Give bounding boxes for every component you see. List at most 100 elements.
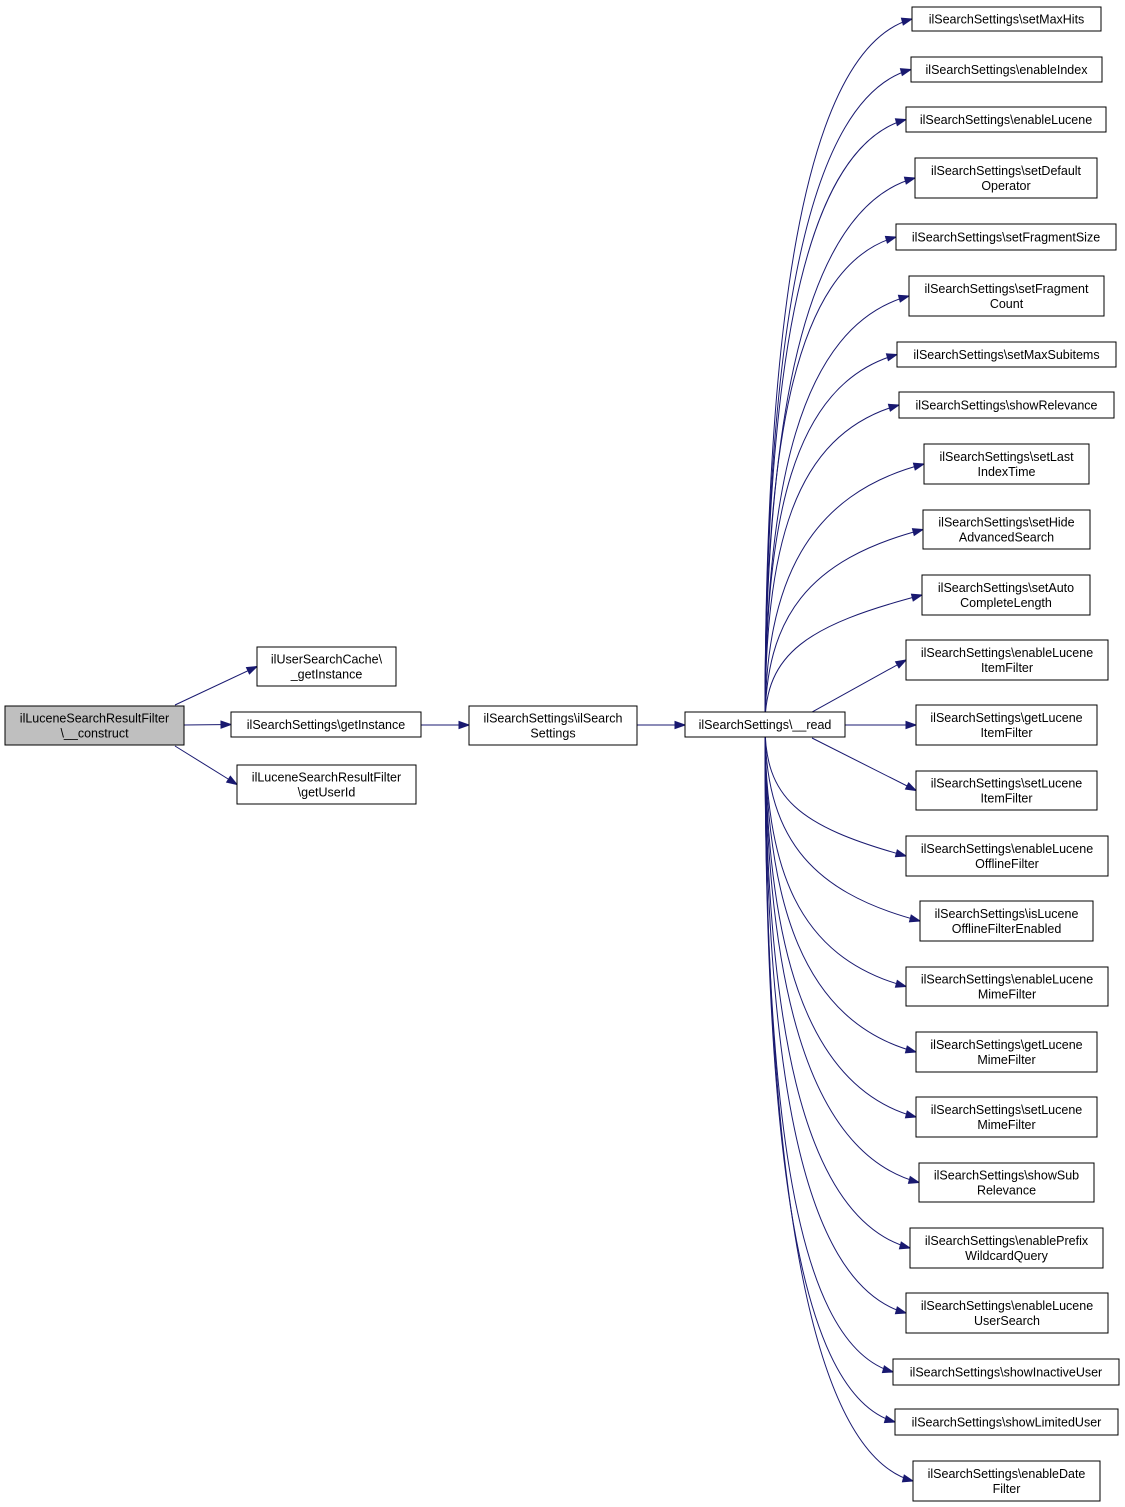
edge-read-to-r20-arrowhead xyxy=(907,1175,921,1184)
edge-read-to-r21-arrowhead xyxy=(898,1241,912,1250)
edge-read-to-r23 xyxy=(764,724,895,1374)
node-r15[interactable]: ilSearchSettings\enableLuceneOfflineFilt… xyxy=(905,835,1109,877)
node-r24[interactable]: ilSearchSettings\showLimitedUser xyxy=(894,1408,1119,1436)
edge-read-to-r02-arrowhead xyxy=(899,68,913,77)
edge-read-to-r10-arrowhead xyxy=(911,528,925,537)
node-box xyxy=(905,835,1109,877)
edge-read-to-r22-line xyxy=(764,724,907,1314)
node-label-line: UserSearch xyxy=(974,1314,1040,1328)
edge-read-to-r25-arrowhead xyxy=(901,1474,915,1483)
node-label-line: ItemFilter xyxy=(981,661,1033,675)
node-label-line: MimeFilter xyxy=(977,1118,1035,1132)
node-box xyxy=(919,900,1094,942)
node-result-filter-get-user-id[interactable]: ilLuceneSearchResultFilter\getUserId xyxy=(236,764,417,805)
node-r23[interactable]: ilSearchSettings\showInactiveUser xyxy=(892,1358,1120,1386)
edge-read-to-r20-line xyxy=(764,724,920,1183)
edge-getinstance-to-constructor xyxy=(421,720,471,730)
node-r07[interactable]: ilSearchSettings\setMaxSubitems xyxy=(896,341,1117,368)
node-label-line: IndexTime xyxy=(978,465,1036,479)
node-r02[interactable]: ilSearchSettings\enableIndex xyxy=(910,56,1103,83)
edge-read-to-r25-line xyxy=(764,724,914,1482)
edge-read-to-r05-line xyxy=(764,236,897,726)
node-label-line: ilSearchSettings\showRelevance xyxy=(915,399,1097,413)
node-label-line: ItemFilter xyxy=(980,792,1032,806)
edge-read-to-r15-line xyxy=(764,724,907,857)
node-r21[interactable]: ilSearchSettings\enablePrefixWildcardQue… xyxy=(909,1227,1104,1269)
edge-read-to-r23-arrowhead xyxy=(881,1365,895,1374)
edge-read-to-r04-line xyxy=(764,177,916,726)
edge-read-to-r18-arrowhead xyxy=(904,1045,918,1054)
node-search-settings-constructor[interactable]: ilSearchSettings\ilSearchSettings xyxy=(468,705,638,746)
node-label-line: AdvancedSearch xyxy=(959,531,1054,545)
node-box xyxy=(4,705,185,746)
edge-root-to-cache-get-instance-line xyxy=(174,666,258,706)
node-box xyxy=(918,1162,1095,1203)
edge-read-to-r17-line xyxy=(764,724,907,987)
edge-read-to-r17 xyxy=(764,724,908,988)
edge-read-to-r08-arrowhead xyxy=(887,403,901,412)
node-label-line: ilSearchSettings\isLucene xyxy=(935,907,1079,921)
node-label-line: ilSearchSettings\__read xyxy=(699,718,832,732)
node-label-line: ItemFilter xyxy=(980,726,1032,740)
node-label-line: ilSearchSettings\enableLucene xyxy=(921,842,1093,856)
node-label-line: ilSearchSettings\enableLucene xyxy=(921,646,1093,660)
node-label-line: ilSearchSettings\enableLucene xyxy=(921,1299,1093,1313)
node-box xyxy=(915,1031,1098,1073)
node-label-line: Relevance xyxy=(977,1184,1036,1198)
edge-read-to-r09-line xyxy=(764,463,925,726)
node-r08[interactable]: ilSearchSettings\showRelevance xyxy=(898,391,1115,419)
node-box xyxy=(236,764,417,805)
edge-read-to-r05 xyxy=(764,235,898,726)
node-label-line: MimeFilter xyxy=(978,988,1036,1002)
node-label-line: ilSearchSettings\setLucene xyxy=(931,777,1083,791)
edge-read-to-r11 xyxy=(764,593,924,726)
node-r16[interactable]: ilSearchSettings\isLuceneOfflineFilterEn… xyxy=(919,900,1094,942)
edge-read-to-r21 xyxy=(764,724,912,1250)
edge-read-to-r19-arrowhead xyxy=(904,1110,918,1119)
edge-read-to-r12-arrowhead xyxy=(894,659,908,669)
node-label-line: ilSearchSettings\enableDate xyxy=(928,1467,1086,1481)
node-label-line: ilSearchSettings\setLast xyxy=(939,450,1074,464)
root-node[interactable]: ilLuceneSearchResultFilter\__construct xyxy=(4,705,185,746)
node-label-line: _getInstance xyxy=(290,668,363,682)
node-r01[interactable]: ilSearchSettings\setMaxHits xyxy=(911,6,1102,32)
node-label-line: \getUserId xyxy=(298,786,356,800)
edge-read-to-r24-arrowhead xyxy=(883,1415,897,1424)
node-search-settings-get-instance[interactable]: ilSearchSettings\getInstance xyxy=(230,711,422,738)
node-box xyxy=(921,574,1091,616)
node-label-line: ilSearchSettings\enableIndex xyxy=(926,63,1089,77)
edge-root-to-cache-get-instance xyxy=(174,665,259,706)
edge-read-to-r03-line xyxy=(764,119,907,726)
node-box xyxy=(905,106,1107,133)
node-box xyxy=(905,639,1109,681)
edge-read-to-r02-line xyxy=(764,69,912,726)
edge-read-to-r18-line xyxy=(764,724,917,1053)
node-box xyxy=(905,1292,1109,1334)
node-user-search-cache-get-instance[interactable]: ilUserSearchCache\_getInstance xyxy=(256,646,397,687)
edge-root-to-filter-get-user-id xyxy=(174,745,239,786)
node-r05[interactable]: ilSearchSettings\setFragmentSize xyxy=(895,223,1117,251)
call-edges xyxy=(174,17,926,1483)
node-search-settings-read[interactable]: ilSearchSettings\__read xyxy=(684,711,846,738)
edge-getinstance-to-constructor-arrowhead xyxy=(458,720,471,730)
node-r03[interactable]: ilSearchSettings\enableLucene xyxy=(905,106,1107,133)
node-box xyxy=(915,704,1098,746)
edge-read-to-r03-arrowhead xyxy=(894,118,908,127)
edge-read-to-r09-arrowhead xyxy=(912,462,926,471)
edge-read-to-r13-arrowhead xyxy=(905,720,918,730)
